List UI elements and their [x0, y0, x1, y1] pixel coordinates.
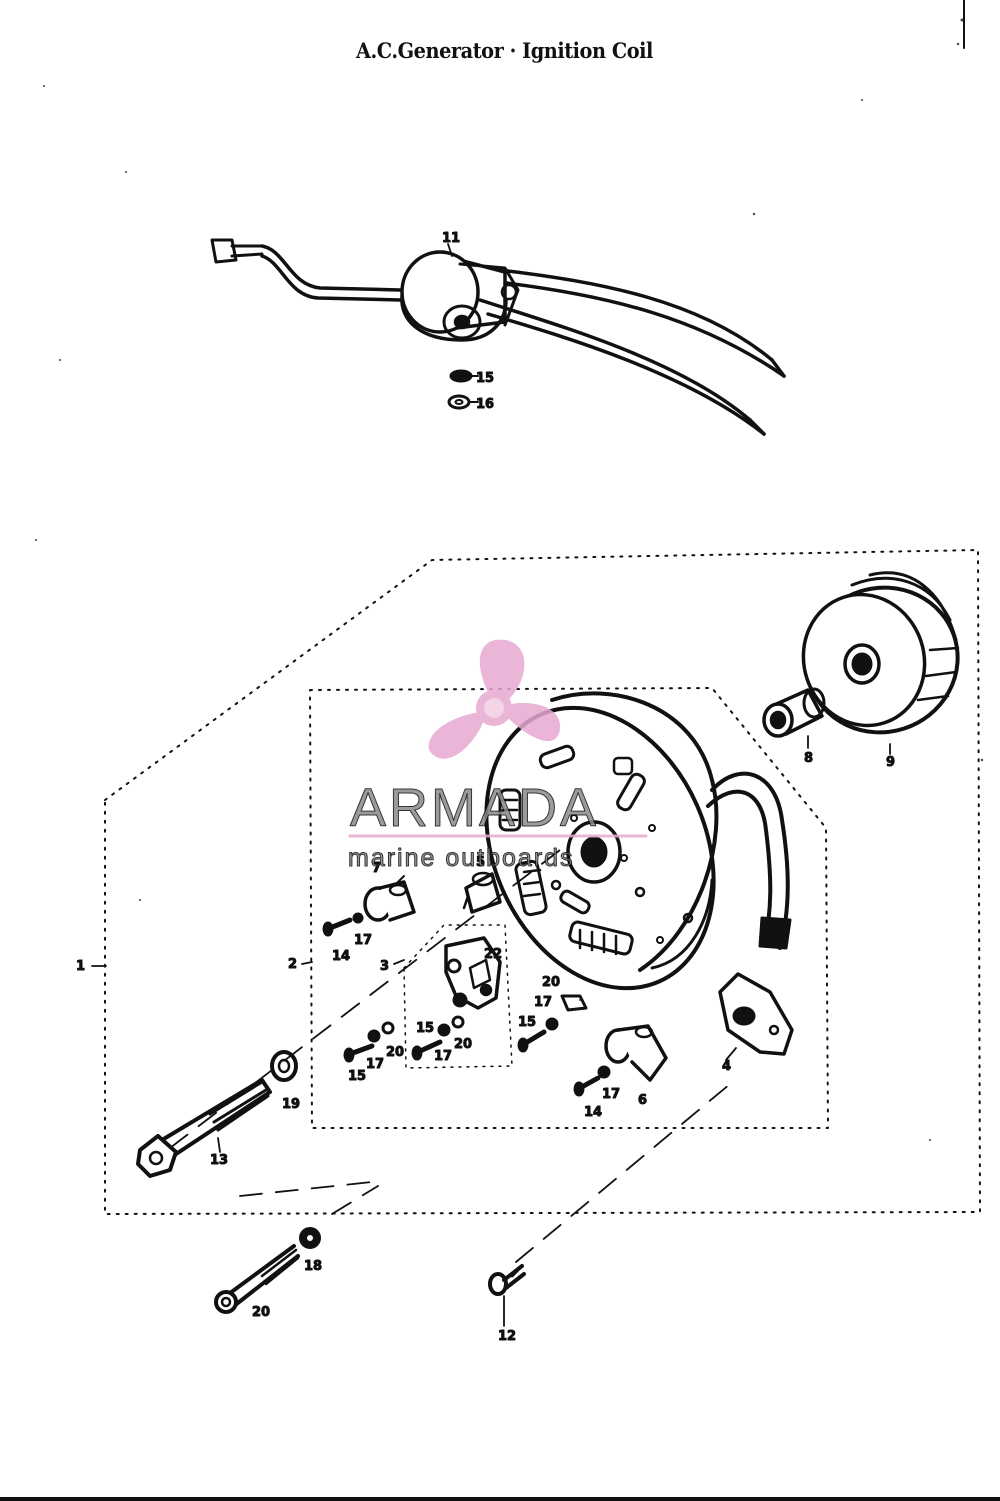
- condenser: [462, 871, 502, 914]
- callout-2: 2: [288, 957, 297, 972]
- callout-15c: 15: [416, 1021, 434, 1036]
- callout-8: 8: [804, 751, 813, 766]
- callout-15a: 15: [476, 371, 494, 386]
- callout-17d: 17: [534, 995, 552, 1010]
- mounting-bolt-lower: [214, 1244, 300, 1314]
- callout-11: 11: [442, 231, 460, 246]
- screw-set-left: [343, 1021, 395, 1063]
- leader-lines: [91, 243, 891, 1327]
- callout-20c: 20: [542, 975, 560, 990]
- assembly-outline-2: [309, 687, 829, 1129]
- assembly-outline-1: [104, 549, 981, 1215]
- callout-9: 9: [886, 755, 895, 770]
- callout-16: 16: [476, 397, 494, 412]
- callout-12: 12: [498, 1329, 516, 1344]
- watermark-brand: ARMADA: [350, 778, 599, 838]
- callout-5: 5: [476, 855, 485, 870]
- callout-7: 7: [372, 861, 381, 876]
- callout-14a: 14: [332, 949, 350, 964]
- callout-17a: 17: [354, 933, 372, 948]
- callout-19: 19: [282, 1097, 300, 1112]
- cam-sleeve: [762, 687, 826, 738]
- propeller-icon: [428, 639, 561, 759]
- callout-17b: 17: [366, 1057, 384, 1072]
- diagram-title: A.C.Generator · Ignition Coil: [356, 38, 653, 63]
- callout-14b: 14: [584, 1105, 602, 1120]
- callout-13: 13: [210, 1153, 228, 1168]
- screw-set-right: [517, 994, 588, 1053]
- callout-1: 1: [76, 959, 85, 974]
- callout-17c: 17: [434, 1049, 452, 1064]
- rotor-washer: [270, 1050, 298, 1082]
- armada-watermark: ARMADA marine outboards: [348, 639, 648, 873]
- callout-22: 22: [484, 947, 502, 962]
- watermark-tagline: marine outboards: [348, 844, 575, 872]
- lighting-coil-lower: [573, 1024, 668, 1097]
- callout-15d: 15: [518, 1015, 536, 1030]
- callout-15b: 15: [348, 1069, 366, 1084]
- callout-20b: 20: [454, 1037, 472, 1052]
- mounting-nut-lower: [299, 1227, 321, 1249]
- callout-3: 3: [380, 959, 389, 974]
- callout-6: 6: [638, 1093, 647, 1108]
- page-bottom-border: [0, 1497, 1000, 1501]
- callout-4: 4: [722, 1059, 731, 1074]
- callout-20a: 20: [386, 1045, 404, 1060]
- rotor-bolt: [136, 1078, 272, 1178]
- callout-17e: 17: [602, 1087, 620, 1102]
- callout-18: 18: [304, 1259, 322, 1274]
- screw-set-middle: [411, 1015, 465, 1061]
- flywheel-rotor: [801, 571, 960, 735]
- contact-breaker-outline: [403, 924, 513, 1069]
- callout-20d: 20: [252, 1305, 270, 1320]
- assembly-guide-lines: [169, 849, 731, 1263]
- ignition-coil-assembly: [210, 238, 786, 436]
- lighting-coil-upper: [322, 875, 416, 937]
- callout-labels: 1 2 3 4 5 6 7 8 9 10 11 12 13 14 14 15 1…: [76, 231, 896, 1345]
- scan-speckles: [35, 18, 984, 1141]
- contact-breaker: [444, 936, 502, 1010]
- grommet-bracket: [718, 972, 794, 1056]
- stator-screw: [488, 1264, 526, 1296]
